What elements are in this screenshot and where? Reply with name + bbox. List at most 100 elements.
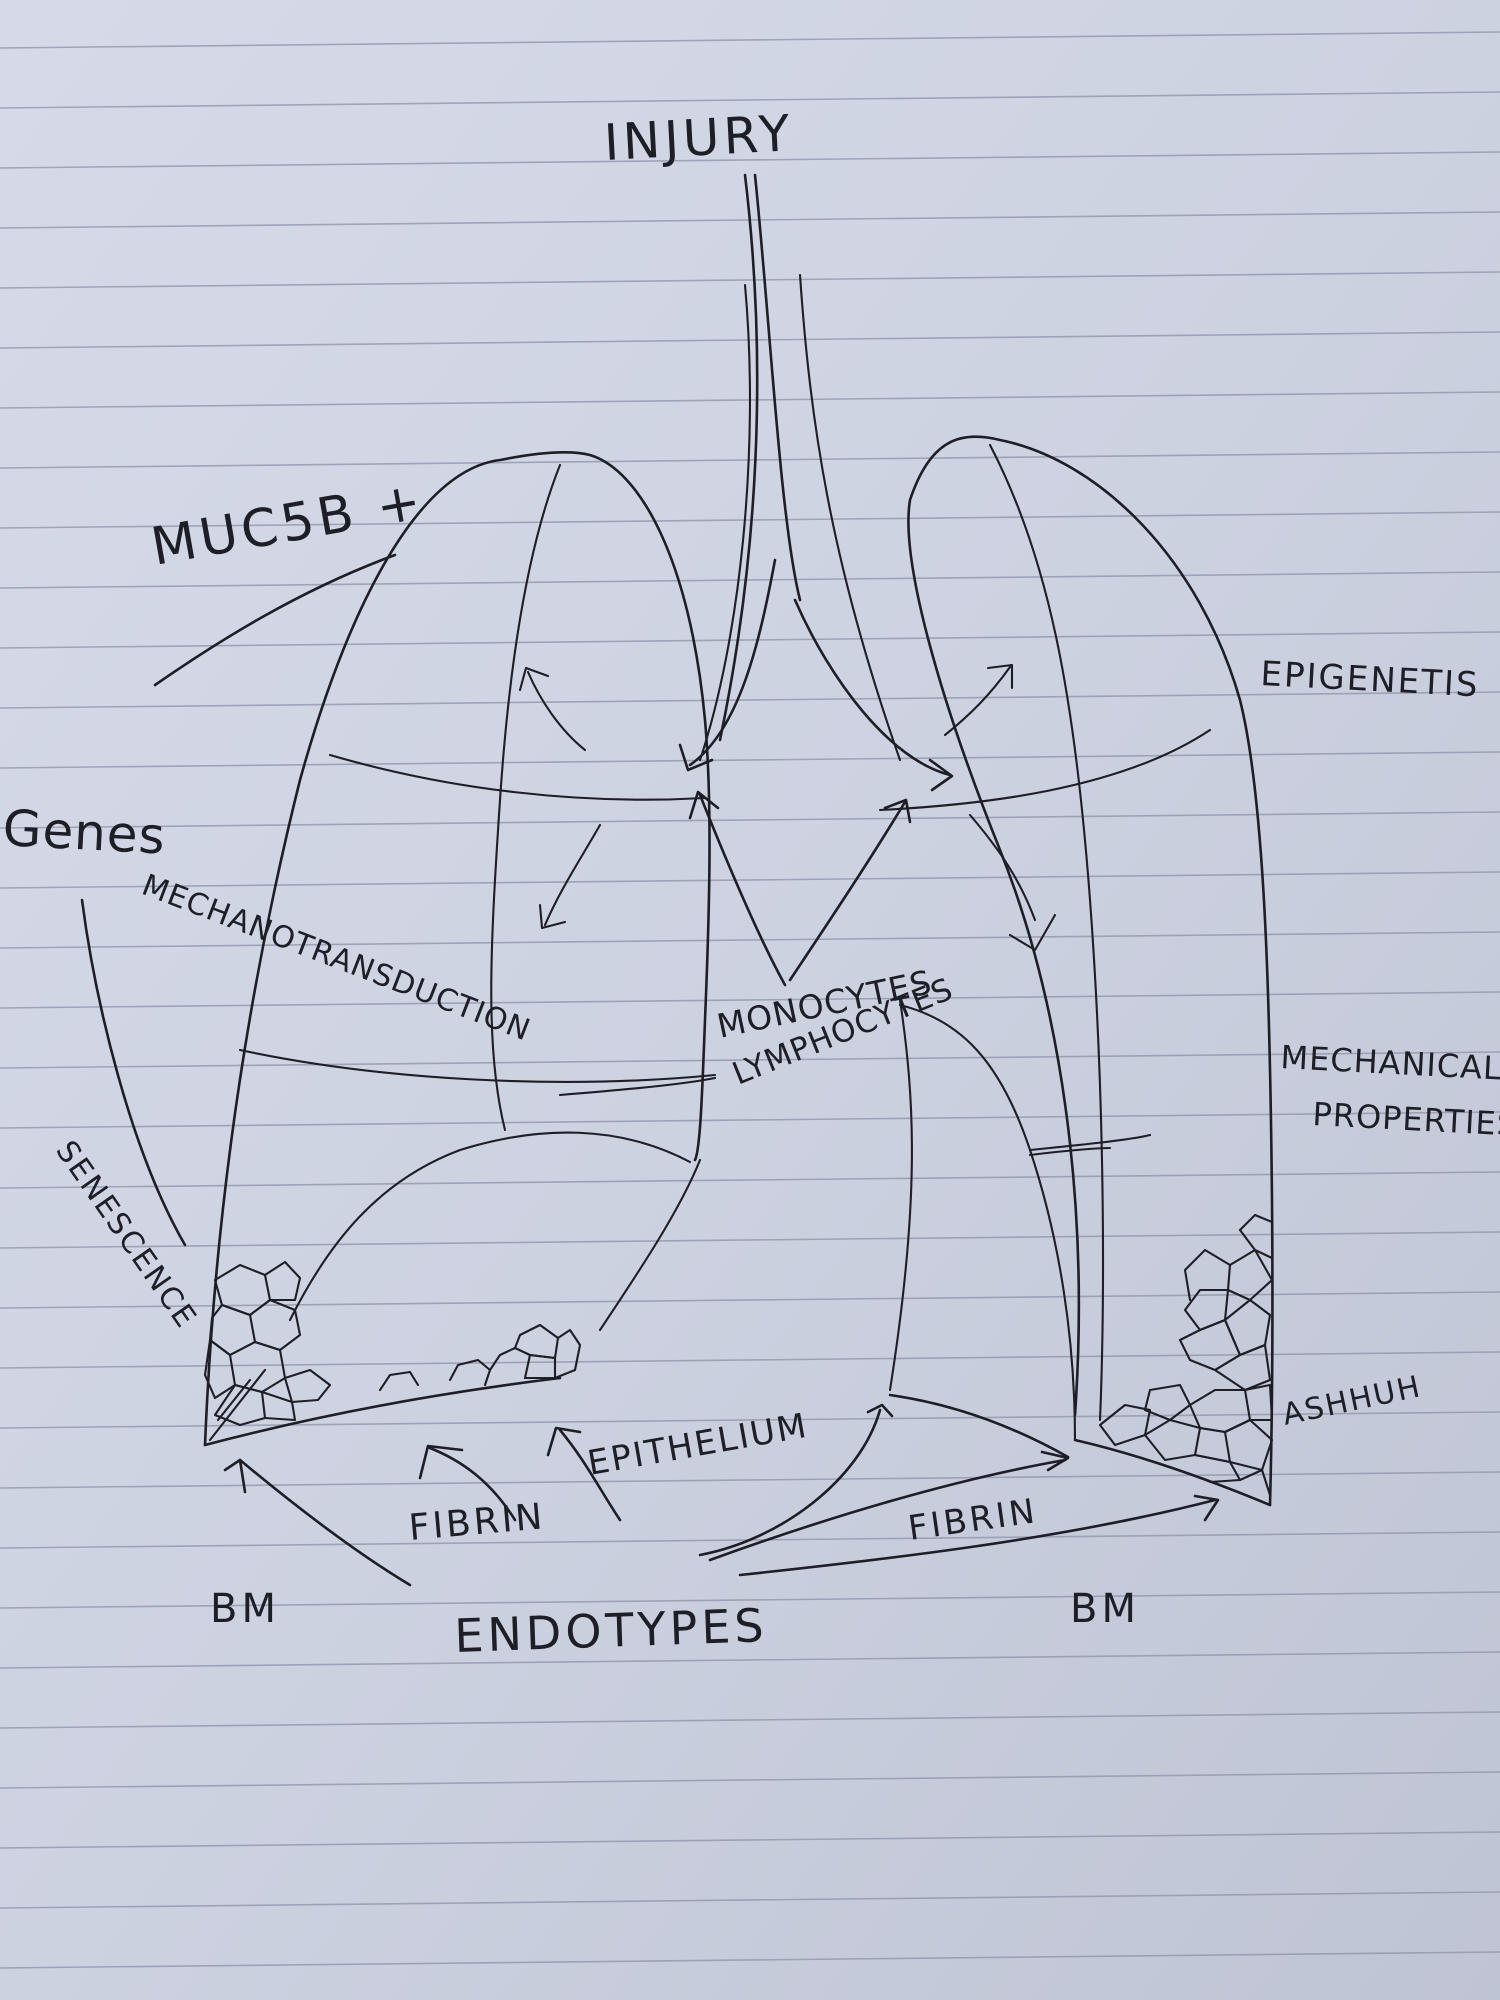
honeycomb-cell [1223,1418,1274,1472]
left-lung-inner-lobe [288,1131,692,1322]
label-injury: INJURY [603,104,795,172]
honeycomb-cell [1226,1248,1274,1302]
honeycomb-cell [1098,1403,1152,1447]
bm-left-arrow-head [223,1458,247,1494]
ruled-line [0,1231,1500,1249]
honeycomb-cell [1238,1468,1272,1497]
honeycomb-cell [448,1358,492,1387]
left-lung-inner-lobe-2 [598,1158,702,1332]
ruled-line [0,1711,1500,1729]
epithelium-arrow [558,1428,622,1522]
ruled-line [0,1291,1500,1309]
honeycomb-cell [1143,1418,1202,1462]
ruled-line [0,931,1500,949]
endotypes-arrow-center-head [866,1403,894,1418]
muc5b-connector [153,553,397,687]
ruled-line [0,1951,1500,1969]
honeycomb-cell [263,1260,302,1302]
left-lung-fissure-upper [328,753,707,801]
right-lung-inner-lobe [898,1003,1077,1442]
monocytes-arrow-left-head [688,790,720,820]
ruled-line [0,1171,1500,1189]
honeycomb-cell [213,1383,267,1427]
monocytes-arrow-right-head [883,798,912,824]
endotypes-arrow-center [698,1408,882,1557]
ruled-line [0,1831,1500,1849]
ruled-line [0,91,1500,109]
connectors [80,553,1112,1247]
ruled-line [0,1111,1500,1129]
ruled-line [0,451,1500,469]
injury-arrowhead-right [928,758,954,792]
ruled-line [0,631,1500,649]
trachea-line-4 [798,273,902,762]
honeycomb-cell [1213,1343,1272,1392]
ruled-lines [0,31,1500,1969]
ruled-line [0,511,1500,529]
arrow-down-right-head [1008,913,1057,952]
right-lung [878,435,1274,1507]
honeycomb-cell [1193,1453,1242,1484]
inner-arrows [518,663,1057,987]
ruled-line [0,151,1500,169]
right-lung-lobe-line [988,443,1105,1422]
honeycomb-cell [260,1390,297,1422]
honeycomb-cell [1143,1383,1192,1422]
ruled-line [0,991,1500,1009]
left-lung-base [203,1376,562,1447]
label-endotypes: ENDOTYPES [453,1598,768,1663]
honeycomb-cell [1238,1213,1274,1232]
ruled-line [0,1351,1500,1369]
monocytes-arrow-right [788,800,907,982]
endotypes-arrow-bm [738,1498,1217,1577]
ruled-line [0,331,1500,349]
fibrin-left-arrow [428,1446,517,1522]
left-lung-lobe-line [490,463,562,1132]
label-bm-right: BM [1070,1586,1140,1632]
mechanical-properties-connector [1028,1146,1112,1157]
trachea [678,173,954,792]
ruled-line [0,811,1500,829]
arrow-down-right [968,813,1037,922]
arrow-down-left [543,823,602,927]
label-bm-left: BM [210,1586,280,1632]
right-lung-fissure-lower [1028,1133,1152,1152]
ruled-line [0,1651,1500,1669]
honeycomb-cell [553,1328,582,1380]
ruled-line [0,271,1500,289]
left-lung-fissure-lower [238,1048,717,1083]
injury-arrow-right [793,598,952,777]
ruled-line [0,571,1500,589]
ruled-line [0,1891,1500,1909]
arrow-up-right-head [986,663,1014,690]
right-lung-fissure-upper [878,728,1212,812]
fibrin-left-arrow-head [418,1444,464,1480]
ruled-line [0,31,1500,49]
injury-arrowhead-left [678,743,714,772]
ruled-line [0,691,1500,709]
honeycomb-cell [1243,1383,1274,1422]
arrow-up-right [943,665,1012,737]
injury-arrow-left [688,558,777,767]
ruled-line [0,871,1500,889]
ruled-line [0,1051,1500,1069]
ruled-line [0,1591,1500,1609]
ruled-line [0,1771,1500,1789]
arrow-down-left-head [538,903,567,930]
bm-left-arrow [238,1458,412,1587]
trachea-line-3 [698,283,752,762]
honeycomb-left [203,1260,582,1442]
right-lung-outline [907,435,1274,1507]
honeycomb-right [1098,1213,1274,1497]
epithelium-arrow-head [546,1426,582,1457]
left-lung [203,450,717,1447]
honeycomb-cell [523,1353,557,1380]
trachea-line-2 [753,173,802,602]
lower-arrows [223,1393,1220,1587]
monocytes-arrow-left [698,793,787,987]
mechanotransduction-connector [558,1076,717,1097]
trachea-line-1 [718,173,759,742]
arrow-up-left-head [518,666,550,692]
